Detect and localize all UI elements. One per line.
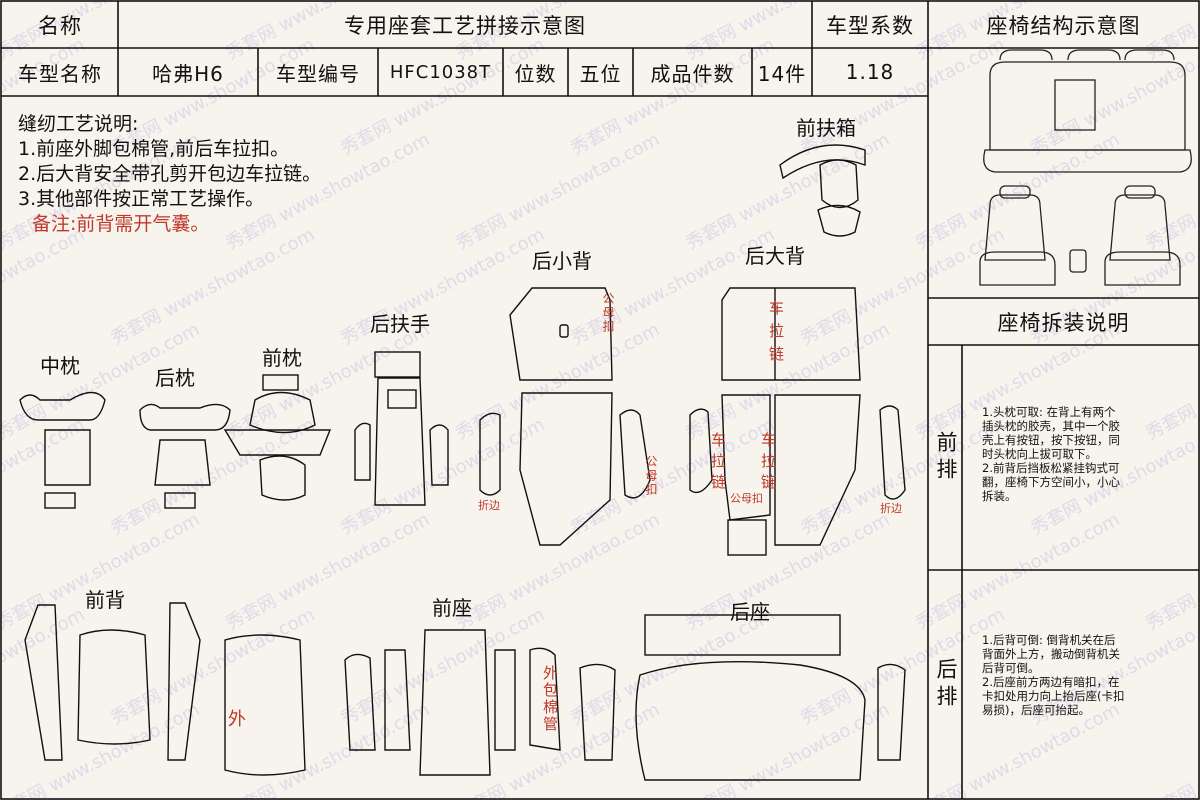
part-label-front-seat: 前座 — [432, 596, 472, 620]
part-label-front-back: 前背 — [85, 588, 125, 612]
structure-title: 座椅结构示意图 — [986, 14, 1141, 38]
pieces-value: 14件 — [757, 61, 807, 86]
sewing-notes: 缝纫工艺说明: 1.前座外脚包棉管,前后车拉扣。 2.后大背安全带孔剪开包边车拉… — [18, 112, 321, 237]
rear-row-instructions: 1.后背可倒: 倒背机关在后背面外上方，搬动倒背机关后背可倒。2.后座前方两边有… — [982, 633, 1125, 717]
pattern-pieces — [19, 144, 906, 781]
front-row-label: 前排 — [934, 430, 958, 485]
annotation-outer-wrap-cotton-tube: 外包棉管 — [541, 665, 559, 733]
notes-item: 3.其他部件按正常工艺操作。 — [18, 188, 265, 210]
part-label-rear-small-back: 后小背 — [532, 249, 592, 273]
annotation-fold-edge: 折边 — [478, 499, 500, 512]
notes-heading: 缝纫工艺说明: — [18, 113, 139, 135]
part-label-front-pillow: 前枕 — [262, 346, 302, 370]
model-name-label: 车型名称 — [18, 61, 102, 86]
rear-row-label: 后排 — [934, 657, 958, 712]
instruction-line: 时头枕向上拔可取下。 — [982, 447, 1097, 461]
instruction-line: 2.前背后挡板松紧挂钩式可 — [982, 461, 1120, 475]
notes-item: 2.后大背安全带孔剪开包边车拉链。 — [18, 163, 322, 185]
annotation-car-zipper: 车拉链 — [759, 432, 777, 495]
part-label-rear-armrest: 后扶手 — [370, 312, 430, 336]
notes-remark: 备注:前背需开气囊。 — [32, 213, 210, 235]
part-label-rear-seat: 后座 — [730, 600, 770, 624]
notes-item: 1.前座外脚包棉管,前后车拉扣。 — [18, 138, 290, 160]
annotation-outer: 外 — [228, 709, 246, 730]
seats-label: 位数 — [514, 61, 557, 86]
annotation-fold-edge: 折边 — [880, 502, 902, 515]
part-label-middle-pillow: 中枕 — [40, 354, 80, 378]
instruction-line: 背面外上方，搬动倒背机关 — [982, 647, 1120, 661]
coefficient-label: 车型系数 — [826, 14, 914, 38]
instruction-line: 卡扣处用力向上抬后座(卡扣 — [982, 689, 1125, 703]
model-name: 哈弗H6 — [152, 61, 224, 86]
instruction-line: 翻，座椅下方空间小，小心 — [982, 475, 1120, 489]
name-label: 名称 — [38, 14, 82, 38]
instruction-line: 后背可倒。 — [982, 661, 1040, 675]
annotation-male-female-buckle: 公母扣 — [730, 492, 763, 505]
instruction-line: 易损)，后座可抬起。 — [982, 703, 1090, 717]
instructions-title: 座椅拆装说明 — [997, 310, 1130, 335]
annotation-male-female-buckle: 公母扣 — [601, 292, 615, 334]
annotation-male-female-buckle: 公母扣 — [644, 455, 658, 497]
instruction-line: 插头枕的胶壳，其中一个胶 — [982, 419, 1120, 433]
seats-value: 五位 — [579, 61, 622, 86]
model-code: HFC1038T — [389, 61, 492, 83]
instruction-line: 壳上有按钮，按下按钮，同 — [982, 433, 1120, 447]
seat-structure-sketch — [979, 49, 1192, 286]
annotation-car-zipper: 车拉链 — [709, 432, 727, 495]
front-row-instructions: 1.头枕可取: 在背上有两个插头枕的胶壳，其中一个胶壳上有按钮，按下按钮，同时头… — [982, 405, 1120, 503]
model-code-label: 车型编号 — [276, 61, 360, 86]
instruction-line: 1.头枕可取: 在背上有两个 — [982, 405, 1116, 419]
pieces-label: 成品件数 — [650, 61, 735, 86]
part-label-front-armrest: 前扶箱 — [796, 116, 856, 140]
part-label-rear-big-back: 后大背 — [745, 244, 805, 268]
sheet-title: 专用座套工艺拼接示意图 — [344, 14, 586, 38]
coefficient-value: 1.18 — [845, 60, 895, 84]
annotation-car-zipper: 车拉链 — [767, 300, 785, 369]
instruction-line: 1.后背可倒: 倒背机关在后 — [982, 633, 1116, 647]
instruction-line: 2.后座前方两边有暗扣，在 — [982, 675, 1120, 689]
instruction-line: 拆装。 — [982, 489, 1017, 503]
part-label-rear-pillow: 后枕 — [155, 366, 195, 390]
